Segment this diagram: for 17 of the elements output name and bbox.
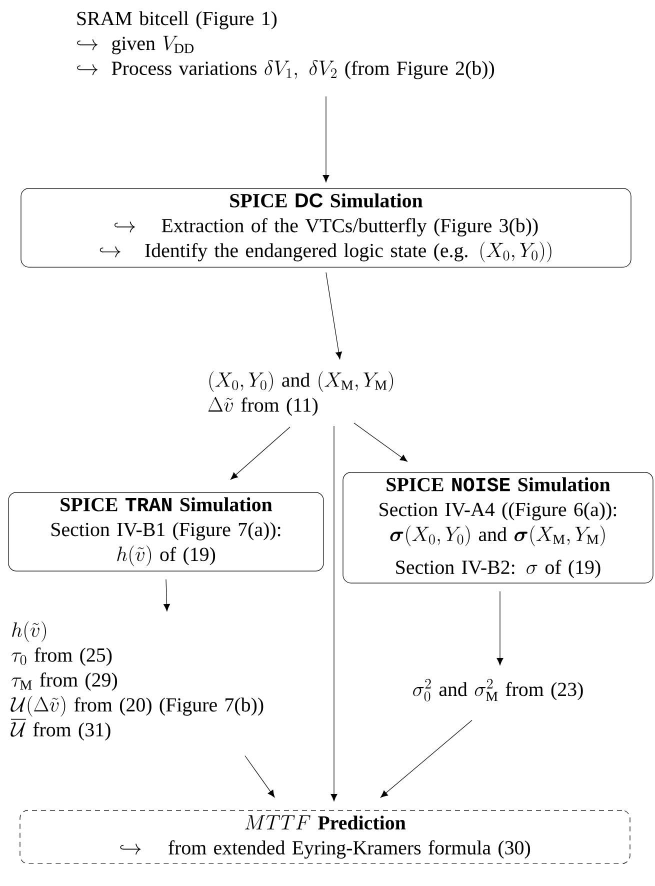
process-box: $\textbf{SPICE \texttt{NOISE} Simulation}$ Section IV-A4 ((Figure 6(a)): $\boldsymbol{\sigma}(X_0,Y_0)\text{ and }\boldsymbol{\sigma}(X_{\mathrm{M}},Y_{\mathrm{M}})$ $\text{Section IV-B2: }\sigma\text{ of (19)}$ — [342, 472, 654, 584]
arrow — [496, 591, 504, 666]
flow-text: $(X_0,Y_0)\text{ and }(X_{\mathrm{M}},Y_{\mathrm{M}})$ $\Delta\tilde{v}\text{ from (11)}$ — [208, 371, 393, 416]
flow-text: SRAM bitcell (Figure 1) $\hookrightarrow\text{ given }V_{\mathrm{DD}}$ $\hookrightarrow\text{ Process variations }\delta V_1,\ \delta V_2\text{ (from Figure 2(b))}$ — [77, 11, 494, 80]
flow-text: $\sigma_0^2\text{ and }\sigma_{\mathrm{M}}^2\text{ from (23)}$ — [413, 678, 583, 702]
arrow — [244, 755, 275, 798]
process-box: $MTTF\ \textbf{Prediction}$ $\hookrightarrow\text{ from extended Eyring-Kramers formula (30)}$ — [20, 810, 630, 864]
arrow — [230, 426, 290, 480]
process-box: $\textbf{SPICE \textsf{DC} Simulation}$ $\hookrightarrow\text{ Extraction of the VTCs/butterfly (Figure 3(b))}$ $\hookrightarrow\text{ Identify the endangered logic state (e.g. }(X_0,Y_0))$ — [20, 188, 632, 268]
process-box: $\textbf{SPICE \texttt{TRAN} Simulation}$ Section IV-B1 (Figure 7(a)): $h(\tilde{v})\text{ of (19)}$ — [8, 492, 324, 572]
arrow — [380, 720, 472, 798]
arrow — [164, 579, 170, 612]
flow-text: $h(\tilde{v})$ $\tau_0\text{ from (25)}$ $\tau_{\mathrm{M}}\text{ from (29)}$ $\mathcal{U}(\Delta\tilde{v})\text{ from (20) (Figure 7(b))}$ $\overline{\mathcal{U}}\text{ from (31)}$ — [10, 621, 264, 741]
arrow — [354, 422, 408, 462]
arrow — [330, 426, 338, 802]
arrow — [326, 272, 342, 360]
arrow — [322, 96, 330, 182]
